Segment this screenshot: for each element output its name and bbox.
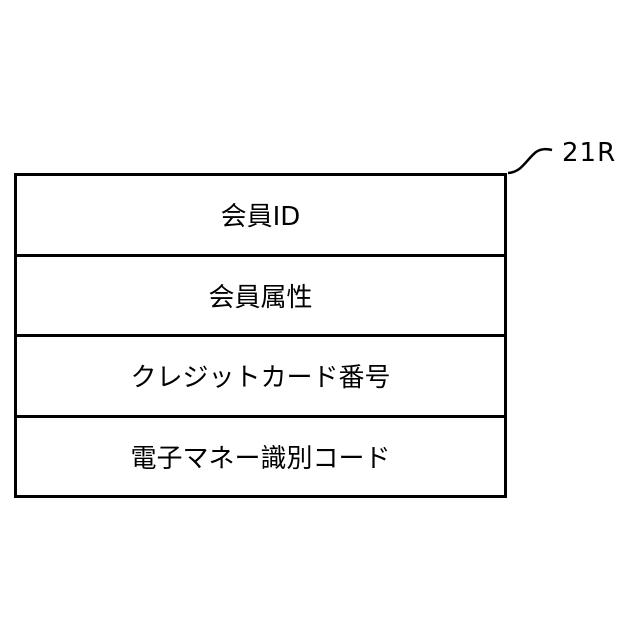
- field-emoney-id-code: 電子マネー識別コード: [17, 418, 504, 496]
- reference-label: 21R: [562, 138, 616, 168]
- record-table: 会員ID 会員属性 クレジットカード番号 電子マネー識別コード: [14, 173, 507, 498]
- field-member-attribute: 会員属性: [17, 257, 504, 338]
- field-credit-card-number: クレジットカード番号: [17, 337, 504, 418]
- field-member-id: 会員ID: [17, 176, 504, 257]
